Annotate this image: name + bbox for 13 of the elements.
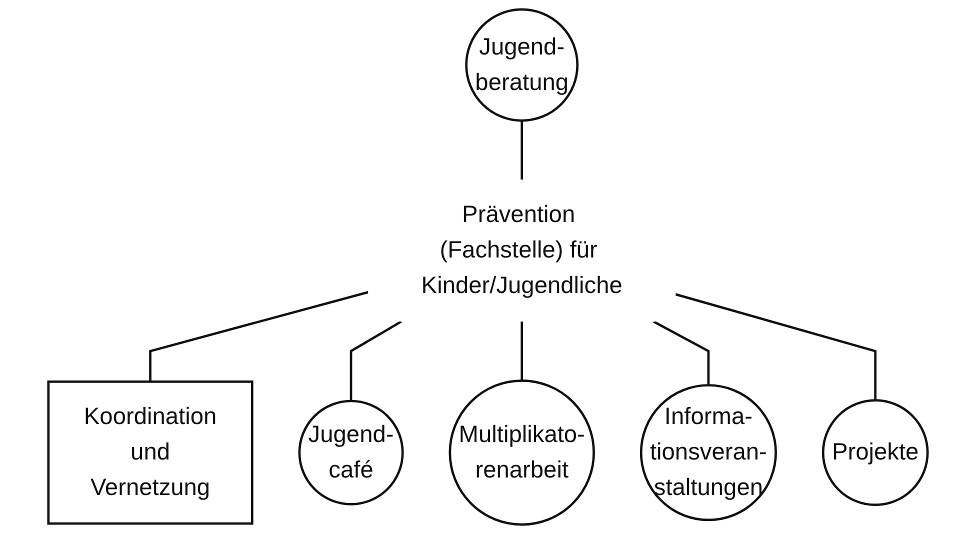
connector: [653, 320, 710, 386]
node-box: Koordination und Vernetzung: [47, 380, 254, 525]
node-circle: Projekte: [822, 399, 929, 506]
node-circle: Jugend- café: [298, 400, 404, 506]
connector: [520, 322, 524, 381]
node-circle: Informa- tionsveran- staltungen: [640, 384, 777, 522]
connector: [149, 291, 368, 382]
connector: [675, 293, 877, 400]
node-text: Prävention (Fachstelle) für Kinder/Jugendliche: [421, 202, 622, 300]
node-circle: Jugend- beratung: [465, 8, 579, 122]
connector: [350, 320, 402, 401]
connector: [520, 120, 524, 180]
node-circle: Multiplikato- renarbeit: [448, 379, 595, 526]
